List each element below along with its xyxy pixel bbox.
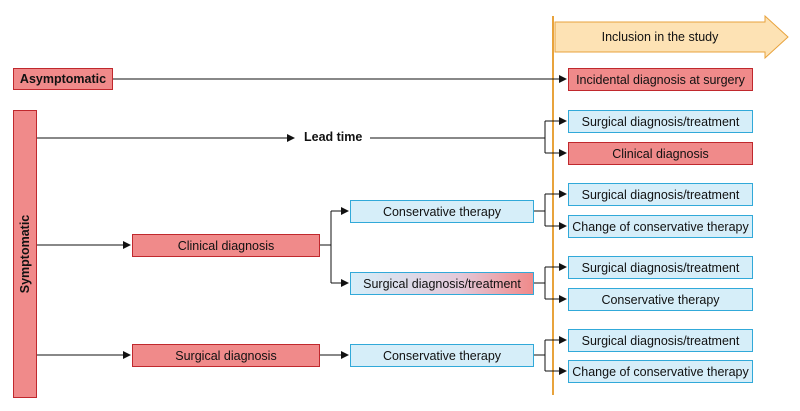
- conservative-therapy-box-2: Conservative therapy: [350, 344, 534, 367]
- clinical-diagnosis-box: Clinical diagnosis: [132, 234, 320, 257]
- incidental-diagnosis-box: Incidental diagnosis at surgery: [568, 68, 753, 91]
- inclusion-arrow: [554, 14, 789, 60]
- ct1-outcome-surgical: Surgical diagnosis/treatment: [568, 183, 753, 206]
- lead-outcome-surgical: Surgical diagnosis/treatment: [568, 110, 753, 133]
- surgical-diagnosis-box: Surgical diagnosis: [132, 344, 320, 367]
- ct2-outcome-change: Change of conservative therapy: [568, 360, 753, 383]
- st-outcome-surgical: Surgical diagnosis/treatment: [568, 256, 753, 279]
- st-outcome-conservative: Conservative therapy: [568, 288, 753, 311]
- ct1-outcome-change: Change of conservative therapy: [568, 215, 753, 238]
- surgical-treatment-box-mid: Surgical diagnosis/treatment: [350, 272, 534, 295]
- lead-outcome-clinical: Clinical diagnosis: [568, 142, 753, 165]
- symptomatic-label: Symptomatic: [18, 214, 32, 294]
- symptomatic-box: Symptomatic: [13, 110, 37, 398]
- conservative-therapy-box-1: Conservative therapy: [350, 200, 534, 223]
- lead-time-label: Lead time: [304, 130, 363, 144]
- ct2-outcome-surgical: Surgical diagnosis/treatment: [568, 329, 753, 352]
- inclusion-label: Inclusion in the study: [601, 30, 719, 44]
- asymptomatic-box: Asymptomatic: [13, 68, 113, 90]
